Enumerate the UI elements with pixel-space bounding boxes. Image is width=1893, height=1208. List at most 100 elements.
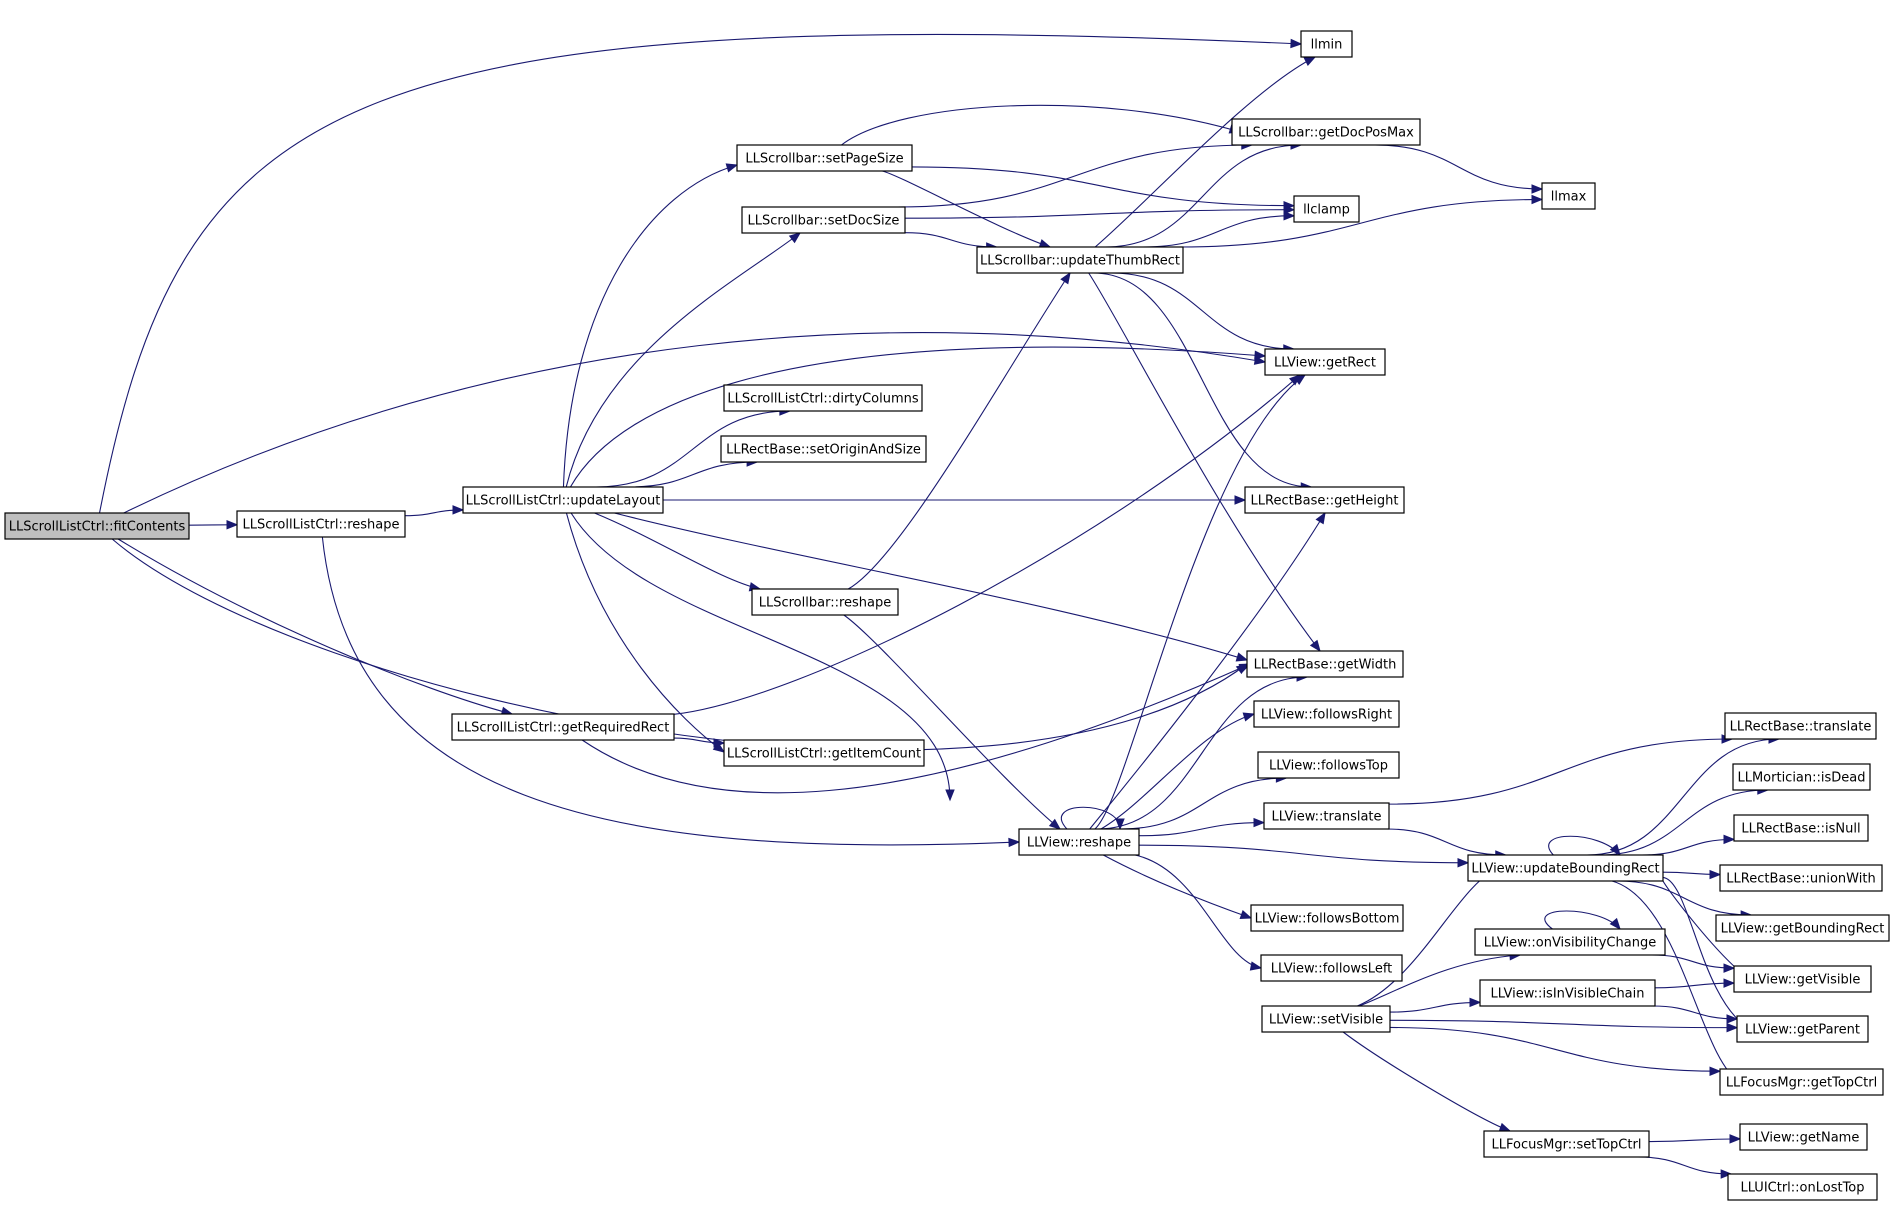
node-box	[1736, 1015, 1869, 1043]
node-setTopCtrl[interactable]: LLFocusMgr::setTopCtrl	[1483, 1130, 1650, 1158]
node-llclamp[interactable]: llclamp	[1293, 195, 1360, 223]
node-label: LLView::getRect	[1274, 356, 1376, 371]
edge-line	[1654, 982, 1735, 989]
edge-line	[614, 512, 1248, 661]
node-getRequiredRect[interactable]: LLScrollListCtrl::getRequiredRect	[451, 713, 675, 741]
edge-arrowhead	[1115, 818, 1125, 831]
edge-line	[1587, 738, 1779, 856]
edge-line	[569, 346, 1266, 488]
edge-arrowhead	[1309, 639, 1321, 653]
edge-line	[1094, 56, 1316, 248]
node-getName[interactable]: LLView::getName	[1739, 1123, 1868, 1151]
node-getBoundingRect[interactable]: LLView::getBoundingRect	[1715, 914, 1890, 942]
node-label: LLView::translate	[1271, 810, 1381, 825]
node-viewTranslate[interactable]: LLView::translate	[1263, 802, 1390, 830]
edge-line	[1599, 789, 1768, 856]
node-box	[451, 713, 675, 741]
edge-line	[1089, 512, 1326, 830]
edge-line	[594, 512, 761, 590]
node-onVisibilityChange[interactable]: LLView::onVisibilityChange	[1474, 928, 1666, 956]
edge-line	[1388, 738, 1733, 805]
edge-reshapeSLC-to-viewReshape	[321, 536, 1021, 848]
edge-arrowhead	[1283, 204, 1296, 215]
edge-line	[847, 272, 1071, 590]
node-sbReshape[interactable]: LLScrollbar::reshape	[751, 588, 899, 616]
edge-arrowhead	[1709, 869, 1722, 880]
node-box	[1719, 864, 1883, 892]
edge-line	[565, 232, 801, 488]
edge-arrowhead	[1283, 210, 1296, 221]
node-viewReshape[interactable]: LLView::reshape	[1018, 828, 1140, 856]
edge-line	[1611, 880, 1741, 1083]
node-label: LLRectBase::getWidth	[1254, 658, 1397, 673]
edge-line	[1088, 272, 1321, 652]
edge-line	[1135, 854, 1262, 969]
node-rbTranslate[interactable]: LLRectBase::translate	[1724, 712, 1877, 740]
node-label: LLView::getName	[1748, 1131, 1860, 1146]
node-box	[720, 435, 927, 463]
node-setPageSize[interactable]: LLScrollbar::setPageSize	[736, 144, 913, 172]
node-box	[1727, 1173, 1878, 1201]
node-fitContents[interactable]: LLScrollListCtrl::fitContents	[4, 512, 190, 540]
edge-line	[1138, 822, 1265, 837]
edge-reshapeSLC-to-updateLayout	[404, 505, 465, 517]
edge-setVisible-to-isInVisibleChain	[1389, 997, 1482, 1013]
node-unionWith[interactable]: LLRectBase::unionWith	[1719, 864, 1883, 892]
node-label: LLView::followsTop	[1269, 759, 1388, 774]
node-setDocSize[interactable]: LLScrollbar::setDocSize	[741, 206, 906, 234]
node-updateLayout[interactable]: LLScrollListCtrl::updateLayout	[462, 486, 664, 514]
node-llmin[interactable]: llmin	[1300, 30, 1353, 58]
node-setOriginAndSize[interactable]: LLRectBase::setOriginAndSize	[720, 435, 927, 463]
node-box	[1474, 928, 1666, 956]
node-setVisible[interactable]: LLView::setVisible	[1261, 1005, 1391, 1033]
edge-line	[673, 374, 1301, 715]
edge-getRequiredRect-to-getWidth	[581, 663, 1252, 794]
edge-viewReshape-to-viewTranslate	[1138, 817, 1266, 837]
edge-fitContents-to-llmin	[98, 33, 1303, 514]
node-followsRight[interactable]: LLView::followsRight	[1253, 700, 1400, 728]
node-label: LLScrollListCtrl::getRequiredRect	[457, 721, 670, 736]
node-onLostTop[interactable]: LLUICtrl::onLostTop	[1727, 1173, 1878, 1201]
edge-arrowhead	[1242, 712, 1256, 722]
node-getItemCount[interactable]: LLScrollListCtrl::getItemCount	[723, 739, 925, 767]
edge-arrowhead	[1234, 495, 1247, 505]
edge-arrowhead	[1235, 652, 1249, 662]
edge-arrowhead	[1531, 194, 1544, 205]
edge-line	[1648, 1138, 1741, 1143]
node-box	[1257, 751, 1400, 779]
node-isDead[interactable]: LLMortician::isDead	[1732, 763, 1871, 791]
node-box	[1467, 854, 1664, 882]
edge-line	[1094, 374, 1306, 830]
node-getTopCtrl[interactable]: LLFocusMgr::getTopCtrl	[1719, 1068, 1884, 1096]
node-label: llmin	[1311, 38, 1343, 53]
node-followsLeft[interactable]: LLView::followsLeft	[1260, 954, 1403, 982]
node-getDocPosMax[interactable]: LLScrollbar::getDocPosMax	[1231, 118, 1421, 146]
node-getWidth[interactable]: LLRectBase::getWidth	[1246, 650, 1404, 678]
node-box	[462, 486, 664, 514]
node-getParent[interactable]: LLView::getParent	[1736, 1015, 1869, 1043]
node-updateBoundingRect[interactable]: LLView::updateBoundingRect	[1467, 854, 1664, 882]
node-getRect[interactable]: LLView::getRect	[1264, 348, 1386, 376]
edge-updateLayout-to-sbReshape	[594, 512, 762, 592]
node-label: LLView::followsBottom	[1255, 912, 1400, 927]
edge-line	[1104, 144, 1302, 248]
node-label: LLScrollbar::setPageSize	[745, 152, 903, 167]
node-updateThumbRect[interactable]: LLScrollbar::updateThumbRect	[976, 246, 1184, 274]
edge-arrowhead	[1720, 1169, 1733, 1179]
node-followsBottom[interactable]: LLView::followsBottom	[1250, 904, 1404, 932]
node-getVisible[interactable]: LLView::getVisible	[1733, 965, 1872, 993]
node-followsTop[interactable]: LLView::followsTop	[1257, 751, 1400, 779]
node-label: LLUICtrl::onLostTop	[1740, 1181, 1864, 1196]
edge-arrowhead	[1726, 1014, 1739, 1024]
node-dirtyColumns[interactable]: LLScrollListCtrl::dirtyColumns	[723, 384, 923, 412]
node-label: llmax	[1551, 190, 1587, 205]
node-llmax[interactable]: llmax	[1541, 182, 1596, 210]
node-isInVisibleChain[interactable]: LLView::isInVisibleChain	[1479, 979, 1656, 1007]
edge-arrowhead	[945, 789, 955, 802]
node-reshapeSLC[interactable]: LLScrollListCtrl::reshape	[236, 510, 406, 538]
node-box	[736, 144, 913, 172]
node-isNull[interactable]: LLRectBase::isNull	[1733, 814, 1869, 842]
node-getHeight[interactable]: LLRectBase::getHeight	[1244, 486, 1405, 514]
edge-line	[911, 166, 1295, 207]
node-label: LLRectBase::isNull	[1741, 822, 1860, 837]
